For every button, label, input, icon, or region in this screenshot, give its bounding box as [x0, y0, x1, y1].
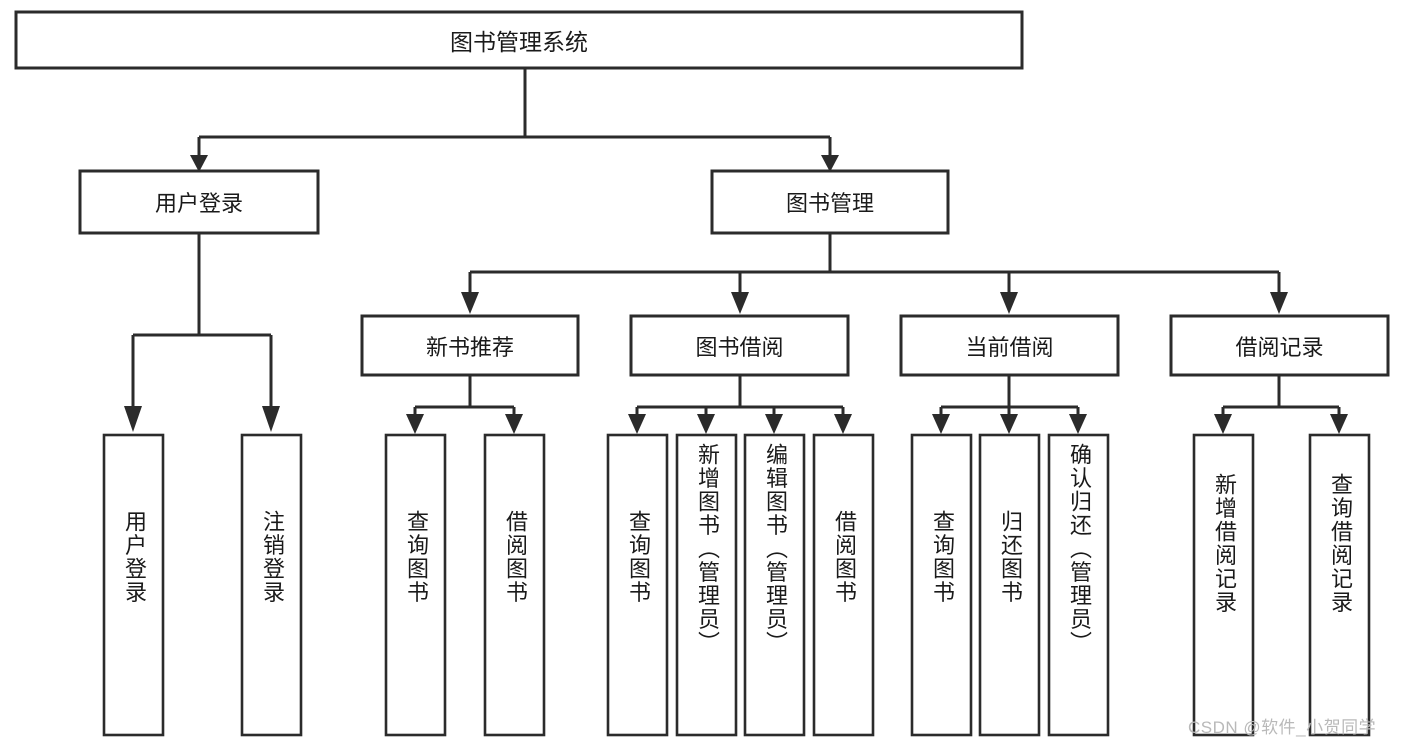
arrow-head-leaf-currentborrow-1 — [932, 414, 950, 434]
csdn-watermark: CSDN @软件_小贺同学 — [1188, 718, 1377, 737]
arrow-head-leaf-bookborrow-3 — [765, 414, 783, 434]
node-box-book-management[interactable] — [710, 169, 950, 235]
leaf-box-user-login-1[interactable] — [102, 433, 165, 737]
leaf-box-book-borrow-4[interactable] — [812, 433, 875, 737]
arrow-head-lvl3-3 — [1000, 292, 1018, 314]
leaf-box-current-borrow-2[interactable] — [978, 433, 1041, 737]
connector-group-userlogin — [124, 233, 280, 432]
node-box-borrow-record[interactable] — [1169, 314, 1390, 377]
leaf-box-user-login-2[interactable] — [240, 433, 303, 737]
connector-group-newbook — [406, 375, 523, 434]
node-box-current-borrow[interactable] — [899, 314, 1120, 377]
arrow-head-leaf-currentborrow-2 — [1000, 414, 1018, 434]
arrow-head-leaf-borrowrecord-1 — [1214, 414, 1232, 434]
arrow-head-leaf-borrowrecord-2 — [1330, 414, 1348, 434]
arrow-head-leaf-bookborrow-4 — [834, 414, 852, 434]
leaf-box-book-borrow-3[interactable] — [743, 433, 806, 737]
connector-group-root — [190, 68, 839, 172]
leaf-box-new-book-2[interactable] — [483, 433, 546, 737]
arrow-head-lvl3-2 — [731, 292, 749, 314]
arrow-head-leaf-userlogin-1 — [124, 406, 142, 432]
node-box-root[interactable] — [14, 10, 1024, 70]
leaf-box-current-borrow-1[interactable] — [910, 433, 973, 737]
arrow-head-leaf-userlogin-2 — [262, 406, 280, 432]
arrow-head-userlogin — [190, 155, 208, 172]
connector-group-bookborrow — [628, 375, 852, 434]
leaf-box-current-borrow-3[interactable] — [1047, 433, 1110, 737]
arrow-head-lvl3-4 — [1270, 292, 1288, 314]
leaf-box-borrow-record-1[interactable] — [1192, 433, 1255, 737]
arrow-head-leaf-bookborrow-1 — [628, 414, 646, 434]
leaf-box-book-borrow-1[interactable] — [606, 433, 669, 737]
leaf-box-new-book-1[interactable] — [384, 433, 447, 737]
connector-group-currentborrow — [932, 375, 1087, 434]
arrow-head-leaf-newbook-1 — [406, 414, 424, 434]
arrow-head-bookmgmt — [821, 155, 839, 172]
connector-group-borrowrecord — [1214, 375, 1348, 434]
node-box-user-login[interactable] — [78, 169, 320, 235]
arrow-head-leaf-bookborrow-2 — [697, 414, 715, 434]
node-box-new-book-recommend[interactable] — [360, 314, 580, 377]
arrow-head-leaf-newbook-2 — [505, 414, 523, 434]
leaf-box-book-borrow-2[interactable] — [675, 433, 738, 737]
arrow-head-leaf-currentborrow-3 — [1069, 414, 1087, 434]
leaf-box-borrow-record-2[interactable] — [1308, 433, 1371, 737]
node-box-book-borrow[interactable] — [629, 314, 850, 377]
connector-group-bookmgmt — [461, 233, 1288, 314]
arrow-head-lvl3-1 — [461, 292, 479, 314]
